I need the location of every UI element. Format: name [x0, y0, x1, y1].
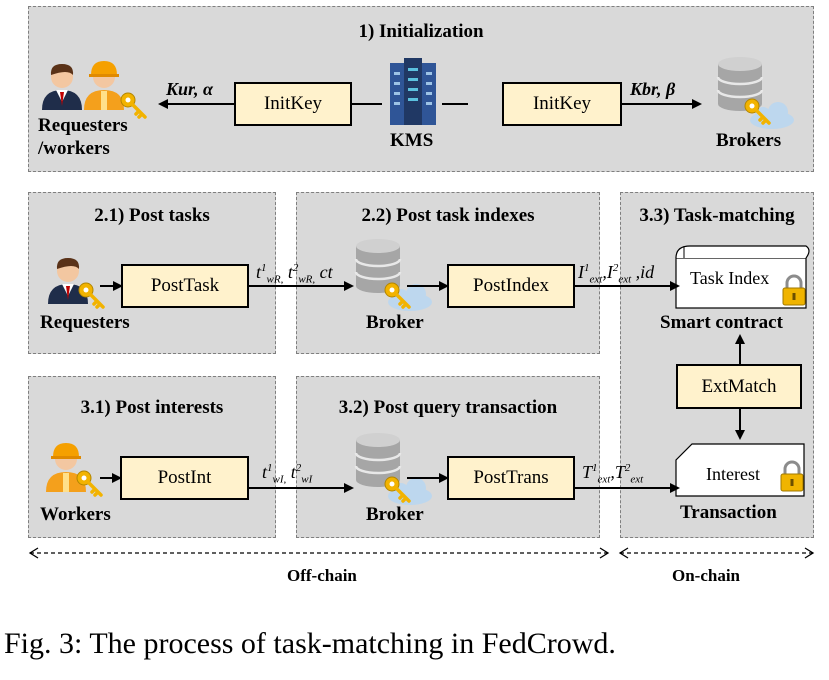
figure-caption: Fig. 3: The process of task-matching in … — [4, 627, 616, 660]
task-index-label: Task Index — [690, 268, 770, 288]
on-chain-label: On-chain — [672, 566, 741, 585]
post-interests-title: 3.1) Post interests — [80, 397, 224, 418]
requester-icon — [48, 258, 105, 309]
formula-index-to-contract: I1ext,I2ext ,id — [578, 262, 655, 286]
postindex-box: PostIndex — [447, 264, 575, 308]
formula-int-to-trans: t1wI, t2wI — [262, 462, 313, 486]
workers-label: Workers — [40, 504, 111, 525]
requesters-label: Requesters — [40, 312, 130, 333]
kms-label: KMS — [390, 130, 434, 151]
task-index-scroll-icon — [675, 245, 810, 309]
initialization-title: 1) Initialization — [358, 21, 484, 42]
requesters-workers-label: Requesters /workers — [38, 114, 128, 160]
init-left-params: Kur, α — [166, 79, 213, 99]
transaction-label: Transaction — [680, 502, 777, 523]
initkey-left-box: InitKey — [234, 82, 352, 126]
requesters-workers-icon — [42, 61, 147, 119]
task-matching-title: 3.3) Task-matching — [639, 205, 795, 226]
worker-icon — [46, 443, 103, 497]
post-tasks-title: 2.1) Post tasks — [94, 205, 210, 226]
brokers-database-icon — [716, 55, 794, 129]
post-task-indexes-title: 2.2) Post task indexes — [361, 205, 535, 226]
smart-contract-label: Smart contract — [660, 312, 783, 333]
formula-trans-to-tx: T1ext,T2ext — [582, 462, 644, 486]
requesters-label-line2: /workers — [38, 138, 110, 159]
broker-database-icon — [354, 237, 432, 311]
brokers-label: Brokers — [716, 130, 782, 151]
requesters-label-line1: Requesters — [38, 115, 128, 136]
interest-label: Interest — [706, 464, 760, 484]
formula-task-to-index: t1wR, t2wR, ct — [256, 262, 333, 286]
broker-label-2: Broker — [366, 504, 424, 525]
extmatch-box: ExtMatch — [676, 364, 802, 409]
posttrans-box: PostTrans — [447, 456, 575, 500]
initkey-right-box: InitKey — [502, 82, 622, 126]
broker-database-icon-2 — [354, 431, 432, 505]
post-query-transaction-title: 3.2) Post query transaction — [338, 397, 558, 418]
postint-box: PostInt — [120, 456, 249, 500]
off-chain-label: Off-chain — [287, 566, 357, 585]
broker-label: Broker — [366, 312, 424, 333]
posttask-box: PostTask — [121, 264, 249, 308]
kms-server-icon — [390, 58, 436, 125]
interest-document-icon — [675, 443, 805, 497]
init-right-params: Kbr, β — [630, 79, 676, 99]
